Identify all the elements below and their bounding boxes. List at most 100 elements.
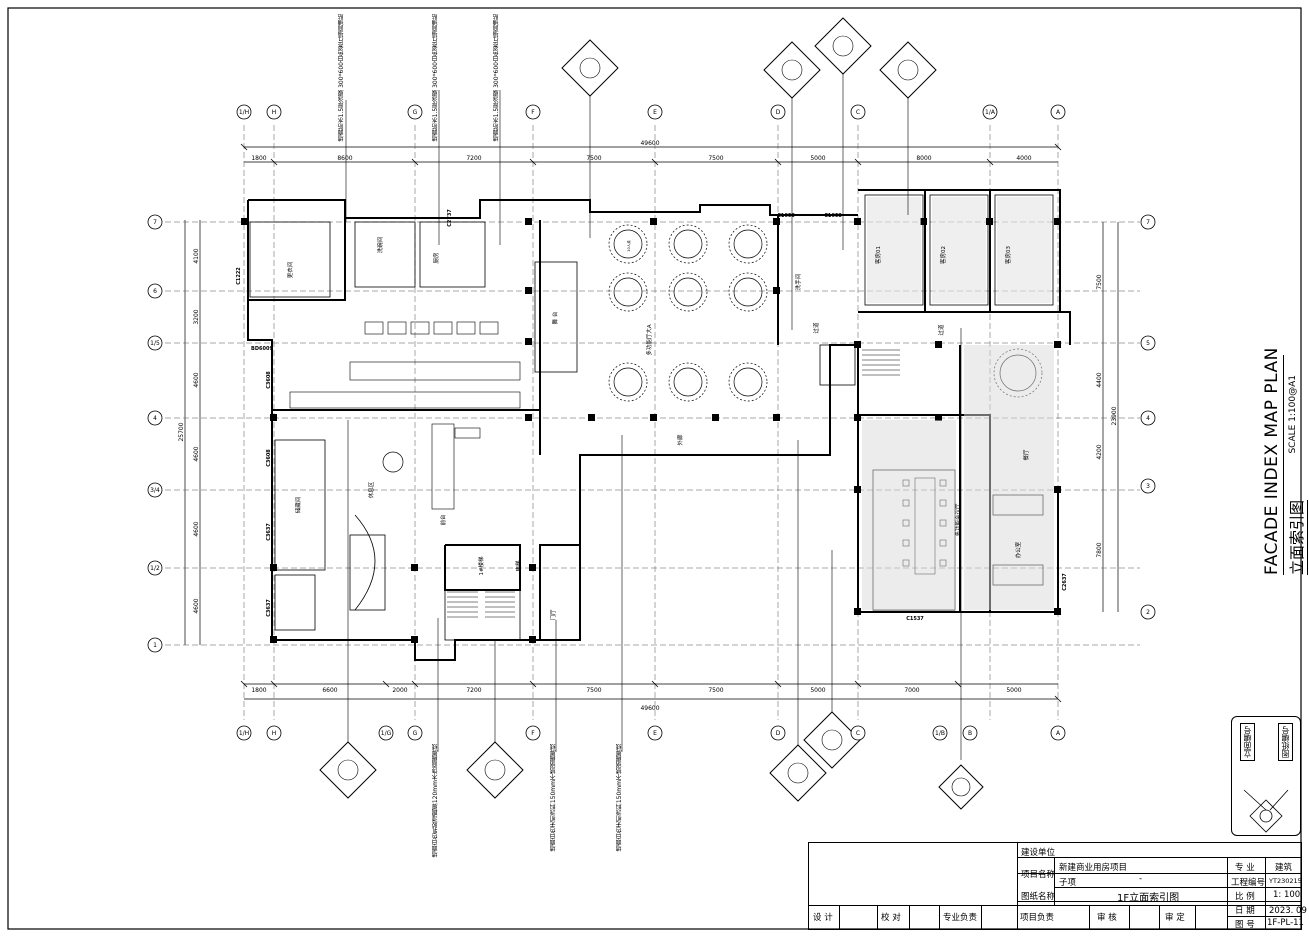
- window-tag: C1608: [777, 213, 795, 219]
- note-leader: 墙面防水1.5厚涂膜 300*600白色瓷片墙面铺贴: [432, 14, 439, 142]
- dimension-text-vertical: 25700 4100 3200 4600 4600 4600 4600 2390…: [178, 248, 1118, 613]
- axis-label-top: F: [531, 109, 535, 116]
- index-markers: [319, 17, 984, 810]
- title-cn: 立面索引图: [1286, 499, 1308, 575]
- dim-bottom: 7500: [708, 687, 723, 694]
- window-tag: BD6009: [251, 346, 273, 352]
- tb-project-lead: 项目负责: [1020, 913, 1055, 923]
- window-tag: C1222: [236, 267, 242, 285]
- room-dish-room: 洗碗间: [376, 237, 384, 254]
- tb-project-no: YT230215: [1269, 877, 1302, 885]
- axis-label-bottom: G: [413, 730, 418, 737]
- dim-top: 7200: [466, 155, 481, 162]
- axis-label-group: 1/H H G F E D C 1/A A 1/H H 1/G G F E D …: [150, 109, 1150, 737]
- room-labels: 多功能厅大A 舞 台 外廊 厨房 洗碗间 客房01 客房02 客房03 过道 多…: [286, 237, 1030, 621]
- room-corridor-2: 过道: [812, 322, 820, 334]
- dimension-text-group: 49600 1800 8600 7200 7500 7500 5000 8000…: [251, 140, 1031, 712]
- dim-top: 8000: [916, 155, 931, 162]
- dim-top: 7500: [586, 155, 601, 162]
- dim-top: 1800: [251, 155, 266, 162]
- index-marker-circles: [337, 35, 971, 797]
- axis-bubbles: [147, 104, 1156, 741]
- window-tag: C3637: [266, 523, 272, 541]
- axis-label-left: 3/4: [150, 487, 160, 494]
- drawing-border: [7, 7, 1302, 930]
- tb-design: 设 计: [813, 913, 833, 923]
- dim-bottom: 7000: [904, 687, 919, 694]
- stairs: [447, 349, 900, 618]
- dim-bottom: 7200: [466, 687, 481, 694]
- window-tags: C2737 C1608 C1608 C1222 C3608 C3608 C363…: [236, 209, 1068, 622]
- axis-label-left: 1/2: [150, 565, 160, 572]
- dim-bottom: 5000: [1006, 687, 1021, 694]
- dim-top: 4000: [1016, 155, 1031, 162]
- legend-marker: [1243, 789, 1289, 833]
- tb-project-no-label: 工程编号: [1231, 878, 1266, 888]
- note-leader: 墙面防水1.5厚涂膜 300*600白色瓷片墙面铺贴: [338, 14, 345, 142]
- room-lobby: 门厅: [549, 609, 557, 621]
- window-tag: C1608: [824, 213, 842, 219]
- curved-stair: [354, 514, 376, 611]
- room-office: 办公室: [1014, 541, 1022, 558]
- dim-top-total: 49600: [640, 140, 659, 147]
- axis-label-bottom: 1/B: [935, 730, 945, 737]
- guest-room-1-fill: [867, 197, 921, 303]
- dim-right-total: 23900: [1111, 406, 1118, 425]
- axis-label-bottom: B: [968, 730, 972, 737]
- note-leader: 墙面白色无机涂料150mm不锈钢踢脚线: [616, 744, 623, 852]
- tb-client-label: 建设单位: [1021, 848, 1056, 858]
- room-dining: 餐厅: [1022, 449, 1030, 461]
- meeting-floor-fill: [862, 420, 956, 610]
- tb-project-name: 新建商业用房项目: [1059, 863, 1128, 873]
- window-tag: C2737: [447, 209, 453, 227]
- axis-label-left: 7: [153, 219, 157, 226]
- axis-label-top: A: [1056, 109, 1061, 116]
- tb-scale: 1: 100: [1273, 890, 1301, 900]
- window-tag: C1537: [906, 616, 924, 622]
- dim-bottom: 2000: [392, 687, 407, 694]
- room-stage: 舞 台: [551, 311, 559, 324]
- axis-label-right: 3: [1146, 483, 1150, 490]
- room-banquet-hall: 多功能厅大A: [645, 324, 653, 356]
- table-label: 10人桌: [626, 240, 631, 252]
- axis-label-right: 7: [1146, 219, 1150, 226]
- axis-label-left: 1/5: [150, 340, 160, 347]
- dim-left-total: 25700: [178, 422, 185, 441]
- title-block: 建设单位 项目名称 新建商业用房项目 子项 - 图纸名称 1F立面索引图 专 业…: [808, 842, 1307, 930]
- note-leader: 墙面白色无机涂料150mm不锈钢踢脚线: [550, 744, 557, 852]
- axis-label-bottom: D: [776, 730, 781, 737]
- room-kitchen: 厨房: [432, 252, 440, 264]
- dim-right: 4200: [1096, 444, 1103, 459]
- axis-label-top: 1/H: [239, 109, 249, 116]
- dining-floor-fill: [964, 345, 1054, 610]
- room-guest-2: 客房02: [939, 246, 947, 264]
- window-tag: C3637: [266, 599, 272, 617]
- guest-room-2-fill: [932, 197, 986, 303]
- note-leaders: [345, 74, 962, 760]
- dim-left: 4600: [193, 372, 200, 387]
- room-fitting: 更衣间: [286, 262, 294, 279]
- dim-right: 7800: [1096, 542, 1103, 557]
- tb-approve: 审 定: [1165, 913, 1185, 923]
- axis-label-top: 1/A: [985, 109, 996, 116]
- legend-sheet-number: 图纸编号: [1278, 723, 1293, 761]
- dim-bottom: 5000: [810, 687, 825, 694]
- axis-label-right: 2: [1146, 609, 1150, 616]
- dim-top: 5000: [810, 155, 825, 162]
- dim-bottom: 6600: [322, 687, 337, 694]
- axis-label-left: 1: [153, 642, 157, 649]
- window-tag: C3608: [266, 449, 272, 467]
- axis-label-left: 6: [153, 288, 157, 295]
- room-outer-corridor: 外廊: [676, 434, 684, 446]
- tb-project-label: 项目名称: [1021, 870, 1056, 880]
- dim-left: 3200: [193, 309, 200, 324]
- dim-bottom-total: 49600: [640, 705, 659, 712]
- room-stair: 1#楼梯: [477, 556, 485, 576]
- room-guest-3: 客房03: [1004, 246, 1012, 264]
- axis-label-top: G: [413, 109, 418, 116]
- dim-right: 7500: [1096, 274, 1103, 289]
- dimension-lines: [184, 146, 1119, 700]
- room-rest-area: 休息区: [367, 481, 375, 498]
- note-leader: 墙面白色乳胶漆踢脚120mm木饰面踢脚线: [432, 744, 439, 858]
- axis-label-bottom: 1/H: [239, 730, 249, 737]
